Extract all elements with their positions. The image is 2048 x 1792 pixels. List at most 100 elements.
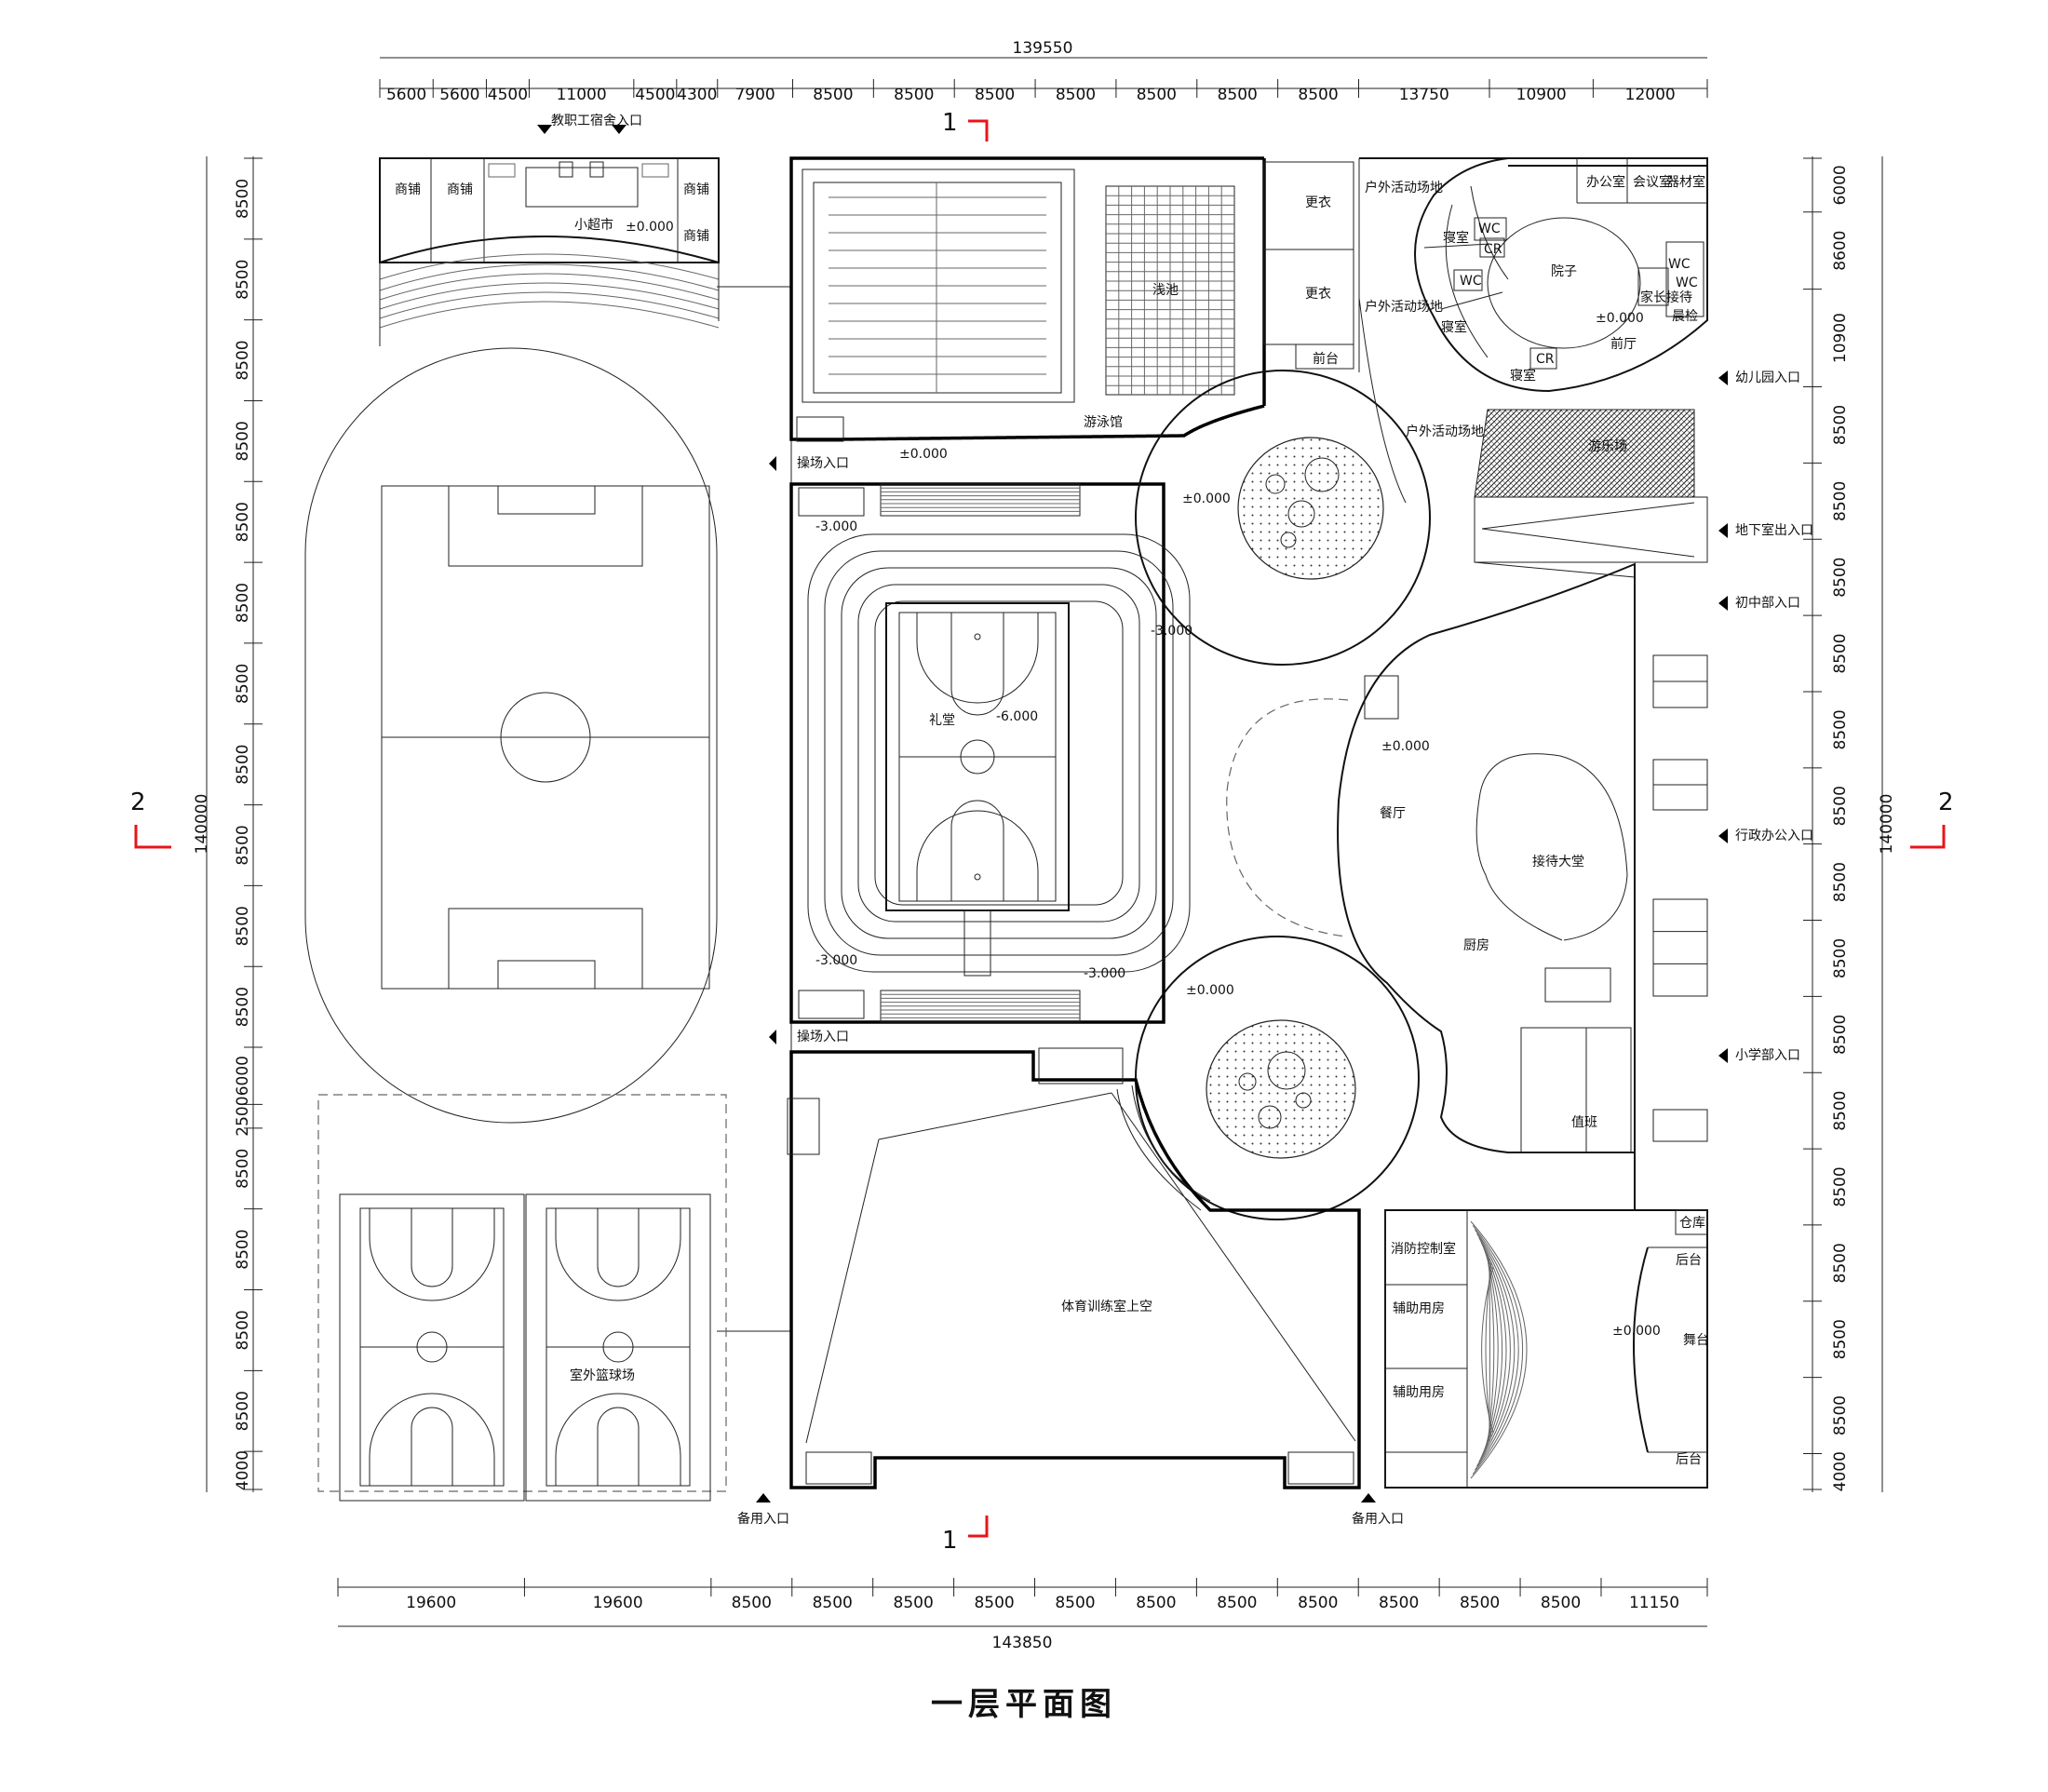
dim-value: 6000	[234, 1056, 252, 1096]
dim-value: 8500	[234, 987, 252, 1027]
gym-training-void: 体育训练室上空 备用入口 备用入口	[737, 1047, 1404, 1527]
bedroom-label-3: 寝室	[1510, 368, 1536, 384]
circular-court-north: ±0.000	[1135, 370, 1431, 666]
dim-value: 8500	[1831, 1319, 1850, 1359]
lobby-label: 前厅	[1610, 336, 1637, 352]
drawing-title: 一层平面图	[931, 1686, 1117, 1723]
backstage-label-2: 后台	[1676, 1452, 1702, 1467]
tree-icon	[1304, 457, 1340, 492]
natatorium: 游泳馆 浅池 更衣 更衣 前台 操场入口	[769, 156, 1354, 471]
shop-label-4: 商铺	[683, 229, 709, 244]
changing-label-1: 更衣	[1305, 195, 1331, 210]
outdoor-label-2: 户外活动场地	[1365, 299, 1443, 315]
level-canteen: ±0.000	[1381, 739, 1430, 754]
dim-value: 8500	[813, 1594, 853, 1612]
changing-label-2: 更衣	[1305, 287, 1331, 302]
east-wing-outline	[1634, 564, 1708, 1210]
dim-value: 11000	[557, 86, 607, 104]
dim-value: 8500	[1831, 938, 1850, 978]
dim-value: 8500	[1055, 1594, 1095, 1612]
tree-icon	[1280, 532, 1297, 548]
dim-value: 8500	[1056, 86, 1096, 104]
overall-dim-right: 140000	[1878, 794, 1896, 855]
natatorium-label: 游泳馆	[1084, 415, 1123, 430]
dim-value: 8500	[1136, 1594, 1176, 1612]
cr-label-1: CR	[1484, 242, 1502, 257]
dim-value: 8500	[1831, 1091, 1850, 1131]
level-theatre: ±0.000	[1612, 1324, 1661, 1339]
dim-value: 12000	[1625, 86, 1676, 104]
sand-playground: 游乐场	[1474, 409, 1695, 498]
level-hall-sw: -3.000	[815, 953, 857, 968]
dim-value: 8500	[234, 502, 252, 542]
dim-value: 8500	[1831, 1166, 1850, 1206]
parent-label: 家长接待	[1640, 290, 1692, 305]
level-hall-top: ±0.000	[899, 447, 948, 462]
shop-label-2: 商铺	[447, 182, 473, 197]
tree-icon	[1267, 1051, 1306, 1090]
dim-value: 4000	[1831, 1451, 1850, 1491]
dimension-right: 140000 600086001090085008500850085008500…	[1803, 156, 1896, 1492]
stage-label: 舞台	[1683, 1333, 1709, 1348]
dim-value: 8500	[234, 583, 252, 623]
dim-value: 19600	[593, 1594, 643, 1612]
entrance-kinder: 幼儿园入口	[1735, 371, 1800, 385]
entrance-junior: 初中部入口	[1735, 595, 1800, 611]
section-marker-2-left: 2	[130, 788, 171, 849]
dim-value: 8500	[813, 86, 853, 104]
shallow-pool-label: 浅池	[1152, 283, 1179, 298]
level-hall-nw: -3.000	[815, 519, 857, 534]
overall-dim-bottom: 143850	[992, 1634, 1053, 1652]
dim-value: 8500	[732, 1594, 772, 1612]
dim-value: 5600	[386, 86, 426, 104]
basement-ramp	[1474, 496, 1708, 578]
playground-label: 游乐场	[1588, 439, 1627, 454]
aux-label-1: 辅助用房	[1393, 1301, 1445, 1316]
fire-control-label: 消防控制室	[1391, 1241, 1456, 1257]
section-marker-2-right: 2	[1910, 788, 1954, 849]
dim-value: 8500	[1298, 86, 1338, 104]
dim-value: 8500	[1137, 86, 1177, 104]
outdoor-basketball-courts: 室外篮球场	[317, 1094, 727, 1502]
dim-value: 8500	[234, 1149, 252, 1189]
dim-value: 8500	[1541, 1594, 1581, 1612]
dim-value: 8500	[234, 260, 252, 300]
dim-value: 4500	[488, 86, 528, 104]
dim-value: 8500	[894, 1594, 934, 1612]
level-kinder: ±0.000	[1596, 311, 1644, 326]
reception-label: 接待大堂	[1532, 854, 1584, 869]
dimension-left: 140000 8500 8500 8500 8500 8500 8500 8500 8500 8…	[193, 156, 263, 1492]
dim-value: 8500	[1831, 862, 1850, 902]
dim-value: 8500	[975, 86, 1015, 104]
entrance-spare-2: 备用入口	[1352, 1511, 1404, 1527]
dim-value: 2500	[234, 1096, 252, 1136]
dim-value: 8500	[234, 340, 252, 380]
dim-value: 8500	[234, 825, 252, 865]
dim-value: 8500	[234, 664, 252, 704]
aux-label-2: 辅助用房	[1393, 1385, 1445, 1400]
dim-value: 8500	[234, 1310, 252, 1350]
svg-text:2: 2	[130, 788, 146, 816]
equipment-label: 器材室	[1666, 174, 1705, 190]
tree-icon	[1287, 500, 1315, 528]
front-desk-label: 前台	[1313, 351, 1339, 367]
storage-label: 仓库	[1679, 1216, 1705, 1231]
dim-value: 8500	[234, 1229, 252, 1269]
dim-value: 8500	[1831, 633, 1850, 673]
entrance-staff: 教职工宿舍入口	[551, 113, 642, 128]
supermarket-label: 小超市	[574, 217, 613, 233]
kindergarten-block: 办公室 会议室 器材室 院子 寝室 寝室 寝室 WC WC WC WC CR C…	[1358, 157, 1708, 504]
running-track	[304, 286, 792, 1332]
canteen-label: 餐厅	[1380, 806, 1406, 821]
overall-dim-left: 140000	[193, 794, 211, 855]
dim-value: 4300	[677, 86, 717, 104]
dim-value: 7900	[734, 86, 775, 104]
dim-value: 8500	[1831, 786, 1850, 826]
checkup-label: 晨检	[1672, 309, 1698, 324]
dim-value: 4500	[635, 86, 675, 104]
shop-label-1: 商铺	[395, 182, 421, 197]
dim-value: 8500	[894, 86, 934, 104]
level-supermarket: ±0.000	[626, 220, 674, 235]
